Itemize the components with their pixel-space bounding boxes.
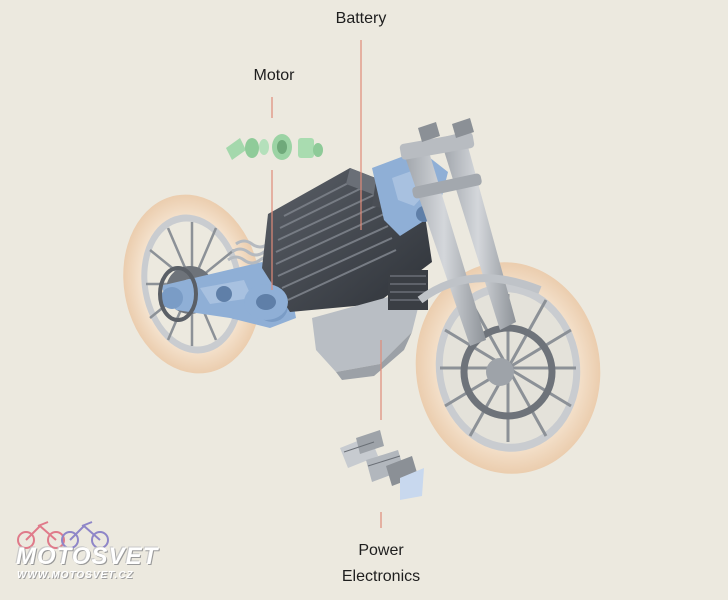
rear-brake-disc: [158, 266, 198, 322]
watermark-motorcycle-icon: [17, 521, 109, 549]
motor-label: Motor: [224, 63, 324, 89]
watermark: MOTOSVET WWW.MOTOSVET.CZ: [14, 517, 204, 587]
motor-housing: [244, 284, 288, 320]
front-wheel: [415, 262, 601, 474]
watermark-url: WWW.MOTOSVET.CZ: [17, 570, 134, 581]
battery-label: Battery: [311, 6, 411, 32]
power-label-line1: Power: [358, 542, 404, 559]
power-electronics-label: Power Electronics: [316, 538, 446, 589]
exploded-motor-parts: [226, 134, 323, 160]
exploded-power-electronics-parts: [340, 430, 424, 500]
front-fender: [417, 274, 542, 304]
battery-label-text: Battery: [335, 10, 387, 27]
motor-label-text: Motor: [253, 67, 295, 84]
electronics-housing: [312, 270, 428, 380]
leader-lines: [271, 40, 382, 528]
power-label-line2: Electronics: [341, 567, 421, 585]
front-forks: [399, 118, 516, 346]
watermark-brand: MOTOSVET: [16, 543, 159, 570]
